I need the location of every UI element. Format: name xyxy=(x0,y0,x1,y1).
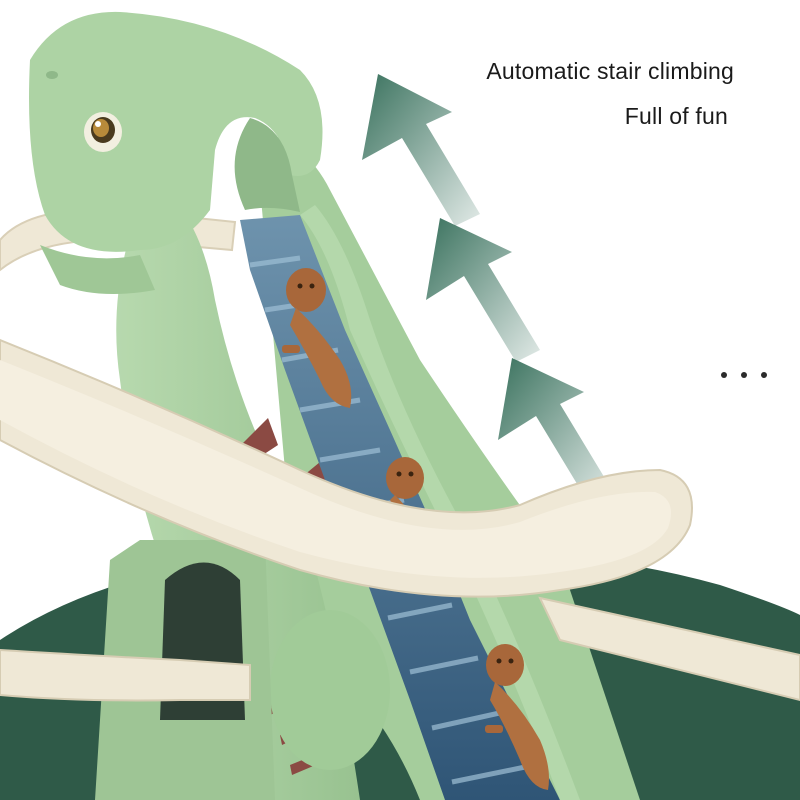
toy-figure-bottom xyxy=(485,644,549,790)
arrow-middle xyxy=(426,218,540,362)
dot-icon xyxy=(761,372,767,378)
track-right-descent xyxy=(538,596,800,702)
toy-figure-top xyxy=(282,268,352,408)
dinosaur-eye xyxy=(84,112,122,152)
motion-arrows xyxy=(362,74,612,502)
more-horizontal-icon[interactable] xyxy=(721,368,767,382)
track-lower-left xyxy=(0,648,251,702)
dot-icon xyxy=(721,372,727,378)
dot-icon xyxy=(741,372,747,378)
track-front-curve xyxy=(0,338,693,598)
caption-automatic-stair-climbing: Automatic stair climbing xyxy=(486,58,734,84)
dinosaur-leg xyxy=(270,610,390,770)
caption-full-of-fun: Full of fun xyxy=(624,103,728,129)
arrow-bottom xyxy=(498,358,612,502)
arrow-top xyxy=(362,74,480,226)
